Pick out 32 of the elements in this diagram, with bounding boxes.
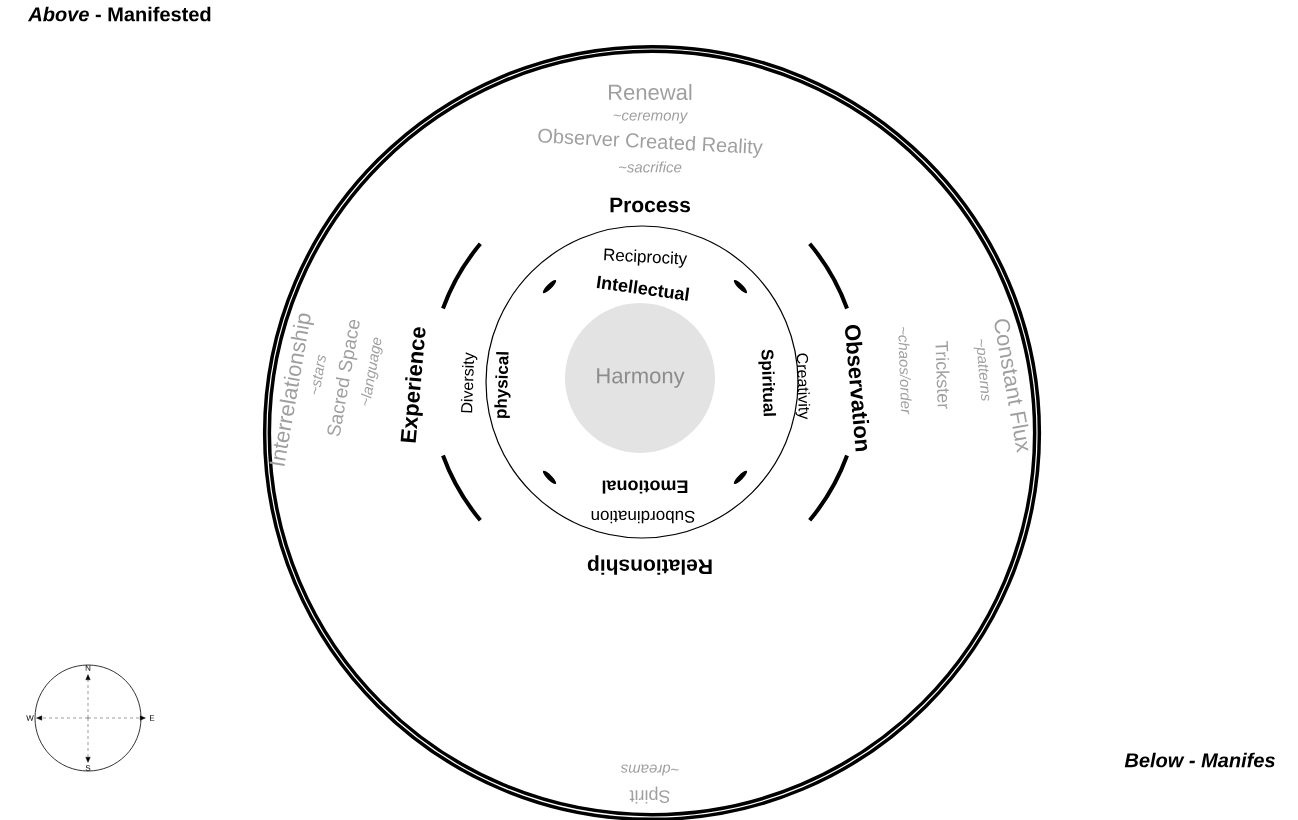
ring-label: Subordination <box>591 510 695 524</box>
heading-text: Above - Manifested <box>27 6 211 22</box>
ring-label: ~ceremony <box>613 112 689 124</box>
ring-label: ~language <box>360 337 383 406</box>
ring-label: Process <box>610 197 690 213</box>
ring-label: Relationship <box>587 555 712 575</box>
compass-letter: N <box>85 665 91 671</box>
heading-text: Below - Manifes <box>1124 752 1275 768</box>
center-disc: Harmony <box>565 303 715 453</box>
compass-letter: S <box>85 765 91 771</box>
compass-letter: W <box>26 715 34 721</box>
ring-label: Spiritual <box>758 349 777 416</box>
ring-label: ~sacrifice <box>619 161 682 173</box>
compass-letter: E <box>150 715 155 721</box>
ring-label: ~dreams <box>620 764 679 776</box>
ring-label: Creativity <box>795 353 811 420</box>
ring-label: Trickster <box>935 341 950 409</box>
ring-label: Observer Created Reality <box>538 128 763 158</box>
ring-label: Reciprocity <box>604 248 688 268</box>
ring-label: Sacred Space <box>327 319 360 437</box>
ring-label: ~chaos/order <box>898 326 912 415</box>
ring-label: Observation <box>845 324 870 452</box>
ring-label: Experience <box>400 327 426 443</box>
ring-label: Constant Flux <box>994 319 1029 453</box>
ring-label: physical <box>494 351 511 419</box>
ring-label: Renewal <box>609 83 692 101</box>
ring-label: Diversity <box>460 352 478 413</box>
ring-label: ~stars <box>312 354 326 395</box>
ring-label: Spirit <box>629 786 670 804</box>
ring-outline <box>262 44 1042 820</box>
ring-label: ~patterns <box>973 339 990 401</box>
ring-label: Emotional <box>602 480 688 494</box>
